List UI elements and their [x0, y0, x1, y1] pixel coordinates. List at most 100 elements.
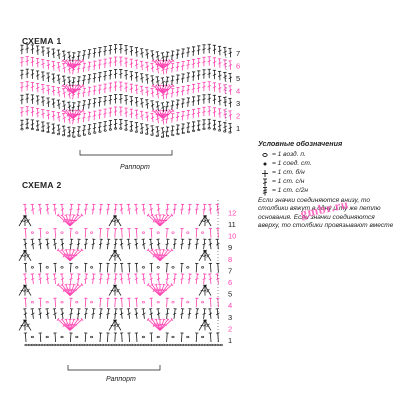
single-crochet	[136, 228, 138, 238]
double-crochet-bar	[116, 253, 120, 258]
single-crochet	[166, 228, 168, 238]
double-crochet-bar	[124, 111, 128, 114]
chain-stitch	[174, 343, 178, 347]
double-crochet-top	[76, 283, 80, 286]
double-crochet-top	[203, 249, 207, 252]
chain-stitch	[88, 132, 92, 135]
double-crochet-bar	[196, 124, 201, 127]
double-crochet-bar	[69, 312, 73, 315]
chain-stitch	[228, 131, 232, 134]
double-crochet-bar	[218, 74, 222, 77]
double-crochet-top	[203, 284, 207, 287]
double-crochet-top	[64, 59, 68, 62]
double-crochet-bar	[51, 52, 56, 55]
double-crochet-bar	[203, 219, 207, 223]
double-crochet-bar	[69, 243, 73, 246]
double-crochet-bar	[113, 254, 117, 257]
double-crochet-bar	[206, 288, 210, 293]
double-crochet-top	[64, 283, 68, 286]
double-crochet-bar	[76, 88, 80, 91]
double-crochet-bar	[142, 277, 146, 281]
double-crochet-bar	[180, 243, 184, 246]
double-crochet-bar	[212, 86, 217, 89]
chain-stitch	[156, 266, 160, 269]
double-crochet-bar	[164, 289, 168, 291]
chain-stitch	[201, 231, 205, 234]
double-crochet-bar	[69, 112, 74, 117]
double-crochet-top	[23, 319, 27, 322]
double-crochet-bar	[142, 208, 146, 211]
double-crochet-bar	[134, 88, 139, 91]
double-crochet-top	[170, 283, 174, 287]
chain-stitch	[90, 266, 94, 269]
double-crochet-icon	[258, 178, 272, 187]
double-crochet-bar	[20, 73, 24, 76]
double-crochet-bar	[20, 111, 24, 114]
chain-stitch	[206, 343, 210, 347]
double-crochet-bar	[69, 87, 74, 92]
double-crochet-bar	[38, 208, 42, 211]
double-crochet-bar	[156, 105, 160, 108]
double-crochet-top	[76, 248, 80, 252]
double-crochet-bar	[186, 126, 190, 129]
double-crochet-bar	[207, 122, 211, 125]
double-crochet-bar	[161, 93, 165, 97]
double-crochet-bar	[68, 288, 72, 292]
double-crochet-bar	[196, 111, 201, 114]
chain-stitch	[201, 266, 205, 269]
double-crochet-bar	[145, 65, 150, 69]
chain-stitch	[152, 343, 156, 347]
double-crochet-bar	[76, 105, 81, 108]
single-crochet	[181, 298, 183, 308]
double-crochet-bar	[98, 208, 103, 211]
double-crochet-bar	[165, 130, 169, 133]
double-crochet-bar	[134, 242, 139, 246]
row-number: 5	[236, 74, 240, 83]
double-crochet-bar	[91, 278, 95, 280]
double-crochet-bar	[187, 243, 192, 246]
double-crochet-top	[168, 109, 172, 112]
double-crochet-bar	[87, 53, 91, 56]
chain-stitch	[30, 343, 34, 347]
double-crochet-top	[113, 214, 117, 218]
single-crochet	[121, 332, 123, 343]
double-crochet-bar	[62, 54, 66, 57]
double-crochet-top	[72, 318, 76, 321]
double-crochet-bar	[23, 289, 27, 292]
double-crochet-top	[146, 317, 150, 321]
double-crochet-bar	[165, 80, 169, 83]
chain-stitch	[90, 335, 94, 339]
double-crochet-bar	[25, 97, 29, 100]
double-crochet-bar	[91, 243, 95, 246]
double-crochet-bar	[53, 242, 57, 246]
double-crochet-bar	[134, 63, 139, 66]
double-crochet-bar	[181, 89, 185, 92]
double-crochet-bar	[74, 289, 78, 291]
double-crochet-bar	[195, 243, 199, 246]
chain-stitch	[45, 231, 49, 234]
legend-item-text: = 1 ст. с/2н	[272, 186, 308, 194]
double-crochet-bar	[113, 110, 118, 113]
chain-stitch	[139, 343, 143, 347]
double-crochet-bar	[124, 86, 128, 89]
chain-stitch	[141, 301, 145, 304]
single-crochet	[150, 228, 153, 238]
double-crochet-bar	[156, 80, 160, 83]
double-crochet-bar	[113, 60, 118, 63]
chain-stitch	[145, 132, 149, 135]
double-crochet-bar	[186, 113, 190, 116]
double-crochet-bar	[113, 208, 118, 211]
double-crochet-bar	[71, 81, 76, 84]
single-crochet	[121, 298, 123, 308]
double-crochet-bar	[76, 312, 81, 315]
double-crochet-bar	[191, 112, 196, 115]
row-number: 12	[228, 208, 236, 217]
double-crochet-bar	[134, 208, 139, 211]
double-crochet-bar	[124, 48, 128, 52]
double-crochet-bar	[191, 50, 196, 53]
double-crochet-bar	[31, 277, 35, 281]
double-crochet-bar	[161, 131, 165, 134]
double-crochet-top	[56, 213, 60, 217]
double-crochet-bar	[113, 312, 118, 315]
